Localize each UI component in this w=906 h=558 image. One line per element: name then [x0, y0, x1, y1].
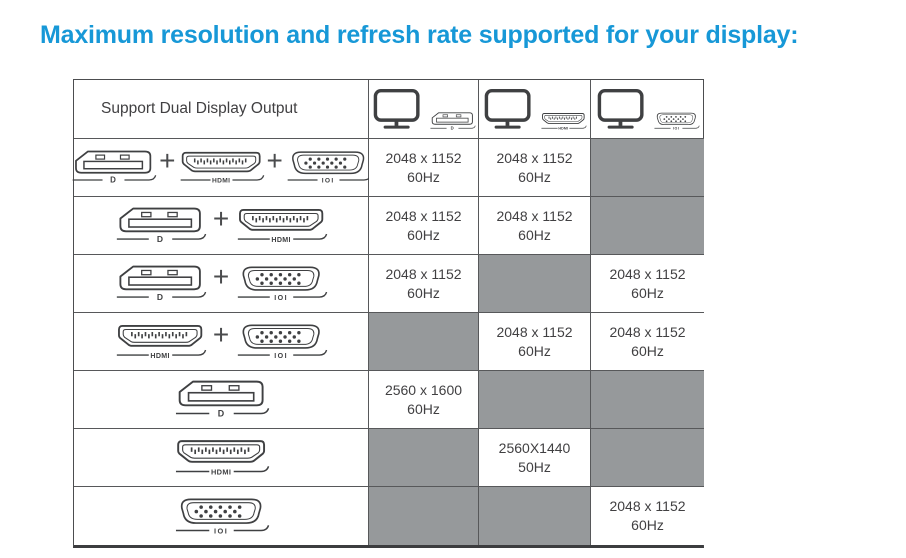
- unsupported-cell: [591, 139, 704, 197]
- resolution-cell: 2048 x 1152 60Hz: [369, 197, 479, 255]
- resolution-text: 2048 x 1152: [609, 323, 686, 340]
- refresh-rate-text: 60Hz: [407, 400, 440, 417]
- vga-connector-icon: IOI: [175, 498, 269, 535]
- unsupported-cell: [369, 487, 479, 545]
- plus-icon: +: [159, 144, 176, 176]
- refresh-rate-text: 60Hz: [518, 168, 551, 185]
- hdmi-connector-icon: HDMI: [180, 152, 264, 185]
- resolution-text: 2560X1440: [498, 439, 571, 456]
- hdmi-connector-icon: HDMI: [540, 113, 587, 131]
- resolution-cell: 2048 x 1152 60Hz: [369, 139, 479, 197]
- connector-combo-cell: D: [74, 371, 369, 429]
- svg-text:D: D: [217, 409, 224, 419]
- resolution-text: 2048 x 1152: [496, 323, 573, 340]
- hdmi-connector-icon: HDMI: [238, 208, 328, 244]
- refresh-rate-text: 60Hz: [407, 284, 440, 301]
- plus-icon: +: [212, 202, 230, 234]
- resolution-cell: 2048 x 1152 60Hz: [479, 197, 591, 255]
- monitor-icon: [597, 88, 644, 129]
- refresh-rate-text: 60Hz: [518, 226, 551, 243]
- plus-icon: +: [212, 318, 230, 350]
- resolution-cell: 2048 x 1152 60Hz: [591, 487, 704, 545]
- unsupported-cell: [369, 313, 479, 371]
- resolution-text: 2048 x 1152: [496, 149, 573, 166]
- svg-text:D: D: [450, 126, 453, 131]
- svg-text:HDMI: HDMI: [272, 236, 292, 244]
- displayport-connector-icon: D: [429, 112, 476, 131]
- unsupported-cell: [479, 487, 591, 545]
- resolution-text: 2048 x 1152: [609, 498, 686, 515]
- vga-connector-icon: IOI: [287, 151, 372, 185]
- hdmi-connector-icon: HDMI: [175, 440, 269, 477]
- connector-combo-cell: D + HDMI + IOI: [72, 139, 372, 197]
- displayport-connector-icon: D: [116, 207, 207, 244]
- unsupported-cell: [479, 255, 591, 313]
- connector-combo-cell: HDMI + IOI: [74, 313, 369, 371]
- resolution-cell: 2048 x 1152 60Hz: [479, 139, 591, 197]
- resolution-cell: 2560 x 1600 60Hz: [369, 371, 479, 429]
- connector-combo-cell: D + IOI: [74, 255, 369, 313]
- svg-text:D: D: [157, 234, 164, 244]
- unsupported-cell: [369, 429, 479, 487]
- resolution-cell: 2048 x 1152 60Hz: [479, 313, 591, 371]
- monitor-icon: [484, 88, 531, 129]
- refresh-rate-text: 60Hz: [631, 342, 664, 359]
- header-column-vga-output: IOI: [591, 80, 704, 139]
- displayport-connector-icon: D: [72, 150, 157, 185]
- plus-icon: +: [266, 144, 283, 176]
- connector-combo-cell: IOI: [74, 487, 369, 545]
- displayport-connector-icon: D: [175, 380, 269, 419]
- unsupported-cell: [591, 429, 704, 487]
- resolution-cell: 2048 x 1152 60Hz: [591, 313, 704, 371]
- svg-text:IOI: IOI: [213, 526, 227, 535]
- svg-text:HDMI: HDMI: [150, 352, 170, 360]
- svg-text:D: D: [110, 176, 116, 185]
- monitor-icon: [373, 88, 420, 129]
- refresh-rate-text: 60Hz: [518, 342, 551, 359]
- header-column-hdmi-output: HDMI: [479, 80, 591, 139]
- page-title: Maximum resolution and refresh rate supp…: [40, 21, 799, 49]
- plus-icon: +: [212, 260, 230, 292]
- vga-connector-icon: IOI: [238, 266, 328, 302]
- vga-connector-icon: IOI: [653, 112, 700, 131]
- svg-text:HDMI: HDMI: [210, 468, 230, 477]
- refresh-rate-text: 60Hz: [631, 284, 664, 301]
- svg-text:HDMI: HDMI: [558, 127, 568, 131]
- refresh-rate-text: 60Hz: [631, 517, 664, 533]
- resolution-table: Support Dual Display Output D HDMI IOI D…: [72, 79, 704, 548]
- connector-combo-cell: D + HDMI: [74, 197, 369, 255]
- resolution-text: 2560 x 1600: [384, 381, 463, 398]
- resolution-text: 2048 x 1152: [385, 207, 462, 224]
- svg-text:HDMI: HDMI: [212, 178, 230, 185]
- refresh-rate-text: 50Hz: [518, 458, 551, 475]
- displayport-connector-icon: D: [116, 265, 207, 302]
- resolution-text: 2048 x 1152: [609, 265, 686, 282]
- resolution-cell: 2048 x 1152 60Hz: [591, 255, 704, 313]
- refresh-rate-text: 60Hz: [407, 226, 440, 243]
- connector-combo-cell: HDMI: [74, 429, 369, 487]
- header-column-displayport-output: D: [369, 80, 479, 139]
- header-label: Support Dual Display Output: [101, 100, 298, 117]
- resolution-cell: 2048 x 1152 60Hz: [369, 255, 479, 313]
- resolution-text: 2048 x 1152: [385, 265, 462, 282]
- svg-text:IOI: IOI: [672, 127, 679, 131]
- header-label-cell: Support Dual Display Output: [74, 80, 369, 139]
- resolution-text: 2048 x 1152: [385, 149, 462, 166]
- unsupported-cell: [591, 371, 704, 429]
- resolution-cell: 2560X1440 50Hz: [479, 429, 591, 487]
- resolution-text: 2048 x 1152: [496, 207, 573, 224]
- vga-connector-icon: IOI: [238, 324, 328, 360]
- unsupported-cell: [591, 197, 704, 255]
- svg-text:IOI: IOI: [322, 178, 335, 185]
- unsupported-cell: [479, 371, 591, 429]
- refresh-rate-text: 60Hz: [407, 168, 440, 185]
- svg-text:D: D: [157, 292, 164, 302]
- svg-text:IOI: IOI: [274, 294, 288, 302]
- hdmi-connector-icon: HDMI: [116, 324, 207, 360]
- svg-text:IOI: IOI: [274, 352, 288, 360]
